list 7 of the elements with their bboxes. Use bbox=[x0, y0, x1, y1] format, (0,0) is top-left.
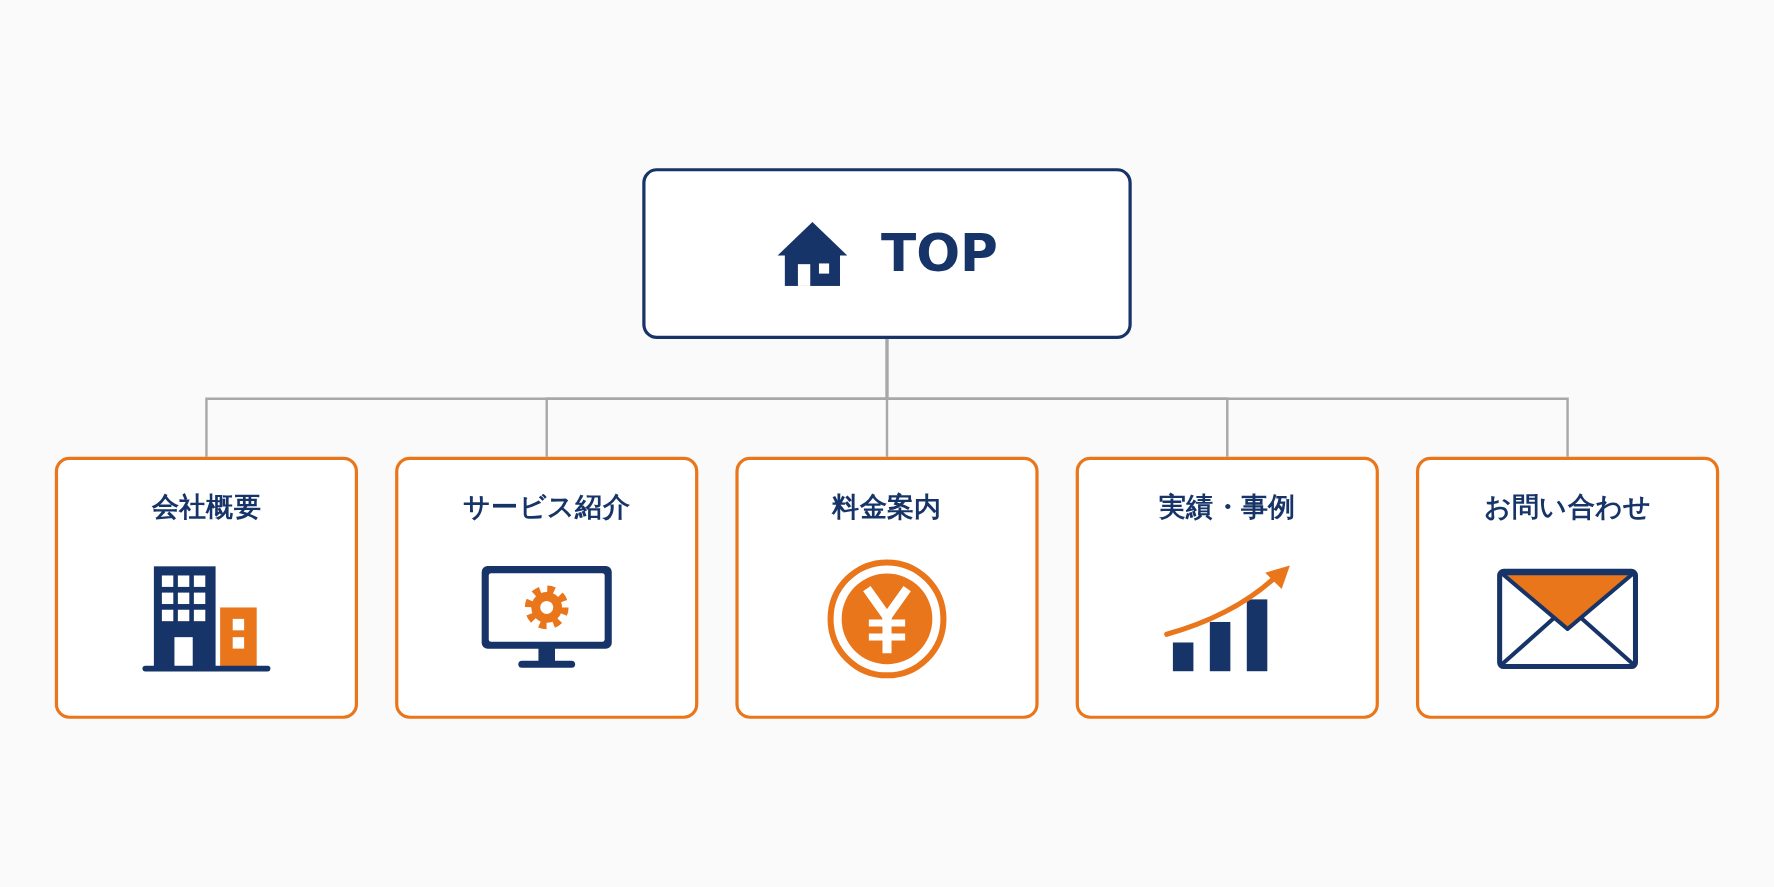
node-box: 実績・事例 bbox=[1075, 456, 1379, 719]
node-box: お問い合わせ bbox=[1415, 456, 1720, 719]
node-box: 料金案内 bbox=[735, 456, 1039, 719]
connector bbox=[885, 339, 1569, 457]
node-box: サービス紹介 bbox=[395, 456, 699, 719]
node-box: TOP bbox=[642, 168, 1132, 340]
node-box: 会社概要 bbox=[54, 456, 359, 719]
